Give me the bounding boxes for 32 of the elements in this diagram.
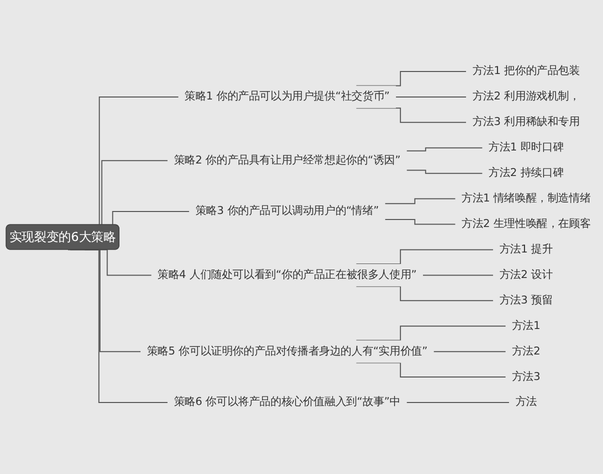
node-text: 方法2 生理性唤醒，在顾客	[462, 218, 591, 230]
connector	[356, 326, 506, 341]
node-text: 方法1 情绪唤醒，制造情绪	[462, 192, 591, 205]
connector	[406, 147, 482, 152]
node-text: 方法1	[512, 320, 540, 332]
connector	[406, 402, 510, 404]
connector	[68, 249, 168, 404]
connector	[356, 108, 466, 123]
connector	[356, 249, 494, 265]
node-text: 策略2 你的产品具有让用户经常想起你的“诱因”	[174, 154, 401, 166]
connector	[356, 362, 506, 378]
node-text: 方法	[515, 396, 537, 408]
connector	[385, 218, 456, 225]
node-text: 方法1 即时口碑	[488, 141, 564, 154]
node-text: 方法3 预留	[499, 294, 553, 306]
connector	[396, 96, 466, 98]
node-text: 方法2	[512, 345, 540, 358]
node-text: 方法1 提升	[499, 243, 553, 256]
node-text: 策略3 你的产品可以调动用户的“情绪”	[195, 204, 379, 218]
node-text: 策略6 你可以将产品的核心价值融入到“故事”中	[174, 396, 401, 408]
node-text: 方法2 利用游戏机制，	[472, 90, 580, 103]
connector	[385, 198, 456, 204]
node-text: 方法3 利用稀缺和专用	[472, 116, 580, 128]
connector	[422, 274, 494, 276]
node-text: 方法2 设计	[499, 268, 553, 281]
connector	[434, 351, 506, 352]
connector	[406, 170, 482, 174]
connector	[356, 70, 466, 86]
node-text: 方法3	[512, 370, 540, 383]
node-text: 方法2 持续口碑	[488, 166, 564, 180]
connector	[356, 286, 494, 302]
node-text: 方法1 把你的产品包装	[472, 64, 580, 78]
